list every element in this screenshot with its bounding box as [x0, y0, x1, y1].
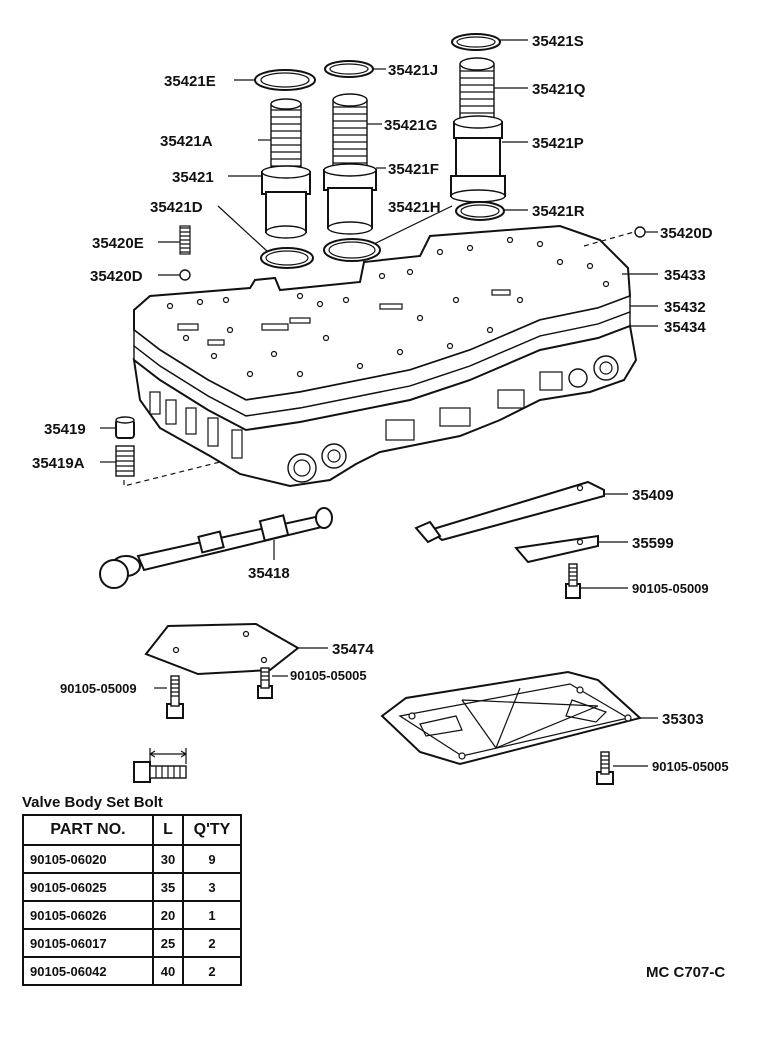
- cell-part-no: 90105-06020: [22, 844, 154, 874]
- accumulator-sleeve-right: [450, 57, 506, 203]
- bolt-middle: [257, 667, 273, 699]
- check-ball-left: [179, 269, 191, 281]
- cell-length: 30: [152, 844, 184, 874]
- bolt-table-title: Valve Body Set Bolt: [22, 794, 163, 811]
- label-35421: 35421: [172, 169, 214, 186]
- diagram-code: MC C707-C: [646, 964, 726, 981]
- bolt-right-lower: [596, 751, 614, 785]
- accumulator-sleeve-middle: [323, 93, 377, 235]
- table-row: 90105-06042 40 2: [22, 956, 242, 986]
- ring-35421S: [451, 33, 501, 51]
- header-length: L: [152, 814, 184, 846]
- accumulator-sleeve-left: [261, 98, 311, 239]
- cell-length: 35: [152, 872, 184, 902]
- label-35421R: 35421R: [532, 203, 585, 220]
- header-part-no: PART NO.: [22, 814, 154, 846]
- label-35421J: 35421J: [388, 62, 438, 79]
- plate-35599: [514, 534, 599, 564]
- cell-qty: 3: [182, 872, 242, 902]
- ring-35421E: [254, 69, 316, 91]
- o-ring-35421D: [260, 247, 314, 269]
- cell-part-no: 90105-06042: [22, 956, 154, 986]
- valve-body-ports: [149, 355, 619, 483]
- spring-35420E: [179, 225, 191, 255]
- cell-qty: 9: [182, 844, 242, 874]
- label-35420E: 35420E: [92, 235, 144, 252]
- label-35419: 35419: [44, 421, 86, 438]
- header-qty: Q'TY: [182, 814, 242, 846]
- cell-part-no: 90105-06025: [22, 872, 154, 902]
- label-35421H: 35421H: [388, 199, 441, 216]
- label-bolt-middle: 90105-05005: [290, 668, 367, 683]
- cell-length: 20: [152, 900, 184, 930]
- cell-qty: 2: [182, 956, 242, 986]
- detent-spring-35409: [414, 480, 605, 544]
- label-bolt-right-upper: 90105-05009: [632, 581, 709, 596]
- label-35421F: 35421F: [388, 161, 439, 178]
- plug-35419: [115, 416, 135, 439]
- label-35421P: 35421P: [532, 135, 584, 152]
- label-bolt-right-lower: 90105-05005: [652, 759, 729, 774]
- label-bolt-left: 90105-05009: [60, 681, 137, 696]
- cell-length: 40: [152, 956, 184, 986]
- label-35421Q: 35421Q: [532, 81, 586, 98]
- label-35421E: 35421E: [164, 73, 216, 90]
- label-35599: 35599: [632, 535, 674, 552]
- o-ring-35421R: [455, 201, 505, 221]
- cell-part-no: 90105-06026: [22, 900, 154, 930]
- leader-lines: [100, 39, 658, 767]
- cell-part-no: 90105-06017: [22, 928, 154, 958]
- bolt-table: PART NO. L Q'TY 90105-06020 30 9 90105-0…: [22, 814, 242, 986]
- label-35421D: 35421D: [150, 199, 203, 216]
- label-35419A: 35419A: [32, 455, 85, 472]
- plate-slots: [177, 289, 511, 346]
- cover-35474: [144, 622, 300, 676]
- plate-holes: [166, 236, 610, 378]
- valve-body-casting: [132, 324, 638, 488]
- label-35433: 35433: [664, 267, 706, 284]
- table-row: 90105-06017 25 2: [22, 928, 242, 958]
- label-35432: 35432: [664, 299, 706, 316]
- label-35421G: 35421G: [384, 117, 437, 134]
- label-35420D-left: 35420D: [90, 268, 143, 285]
- cell-qty: 2: [182, 928, 242, 958]
- bolt-left: [166, 675, 184, 719]
- cell-qty: 1: [182, 900, 242, 930]
- cell-length: 25: [152, 928, 184, 958]
- table-row: 90105-06026 20 1: [22, 900, 242, 930]
- install-path-35419: [123, 461, 221, 487]
- label-35421S: 35421S: [532, 33, 584, 50]
- table-row: 90105-06020 30 9: [22, 844, 242, 874]
- label-35421A: 35421A: [160, 133, 213, 150]
- bolt-table-header: PART NO. L Q'TY: [22, 814, 242, 846]
- label-35434: 35434: [664, 319, 706, 336]
- oil-strainer-35303: [380, 670, 643, 766]
- label-35420D-right: 35420D: [660, 225, 713, 242]
- table-row: 90105-06025 35 3: [22, 872, 242, 902]
- manual-valve-35418: [99, 507, 333, 589]
- spring-35419A: [115, 445, 135, 477]
- label-35303: 35303: [662, 711, 704, 728]
- check-ball-right: [634, 226, 646, 238]
- o-ring-35421H: [323, 238, 381, 262]
- label-35418: 35418: [248, 565, 290, 582]
- bolt-length-illustration: [133, 748, 187, 783]
- label-35409: 35409: [632, 487, 674, 504]
- label-35474: 35474: [332, 641, 374, 658]
- bolt-right-upper: [565, 563, 581, 599]
- ring-35421J: [324, 60, 374, 78]
